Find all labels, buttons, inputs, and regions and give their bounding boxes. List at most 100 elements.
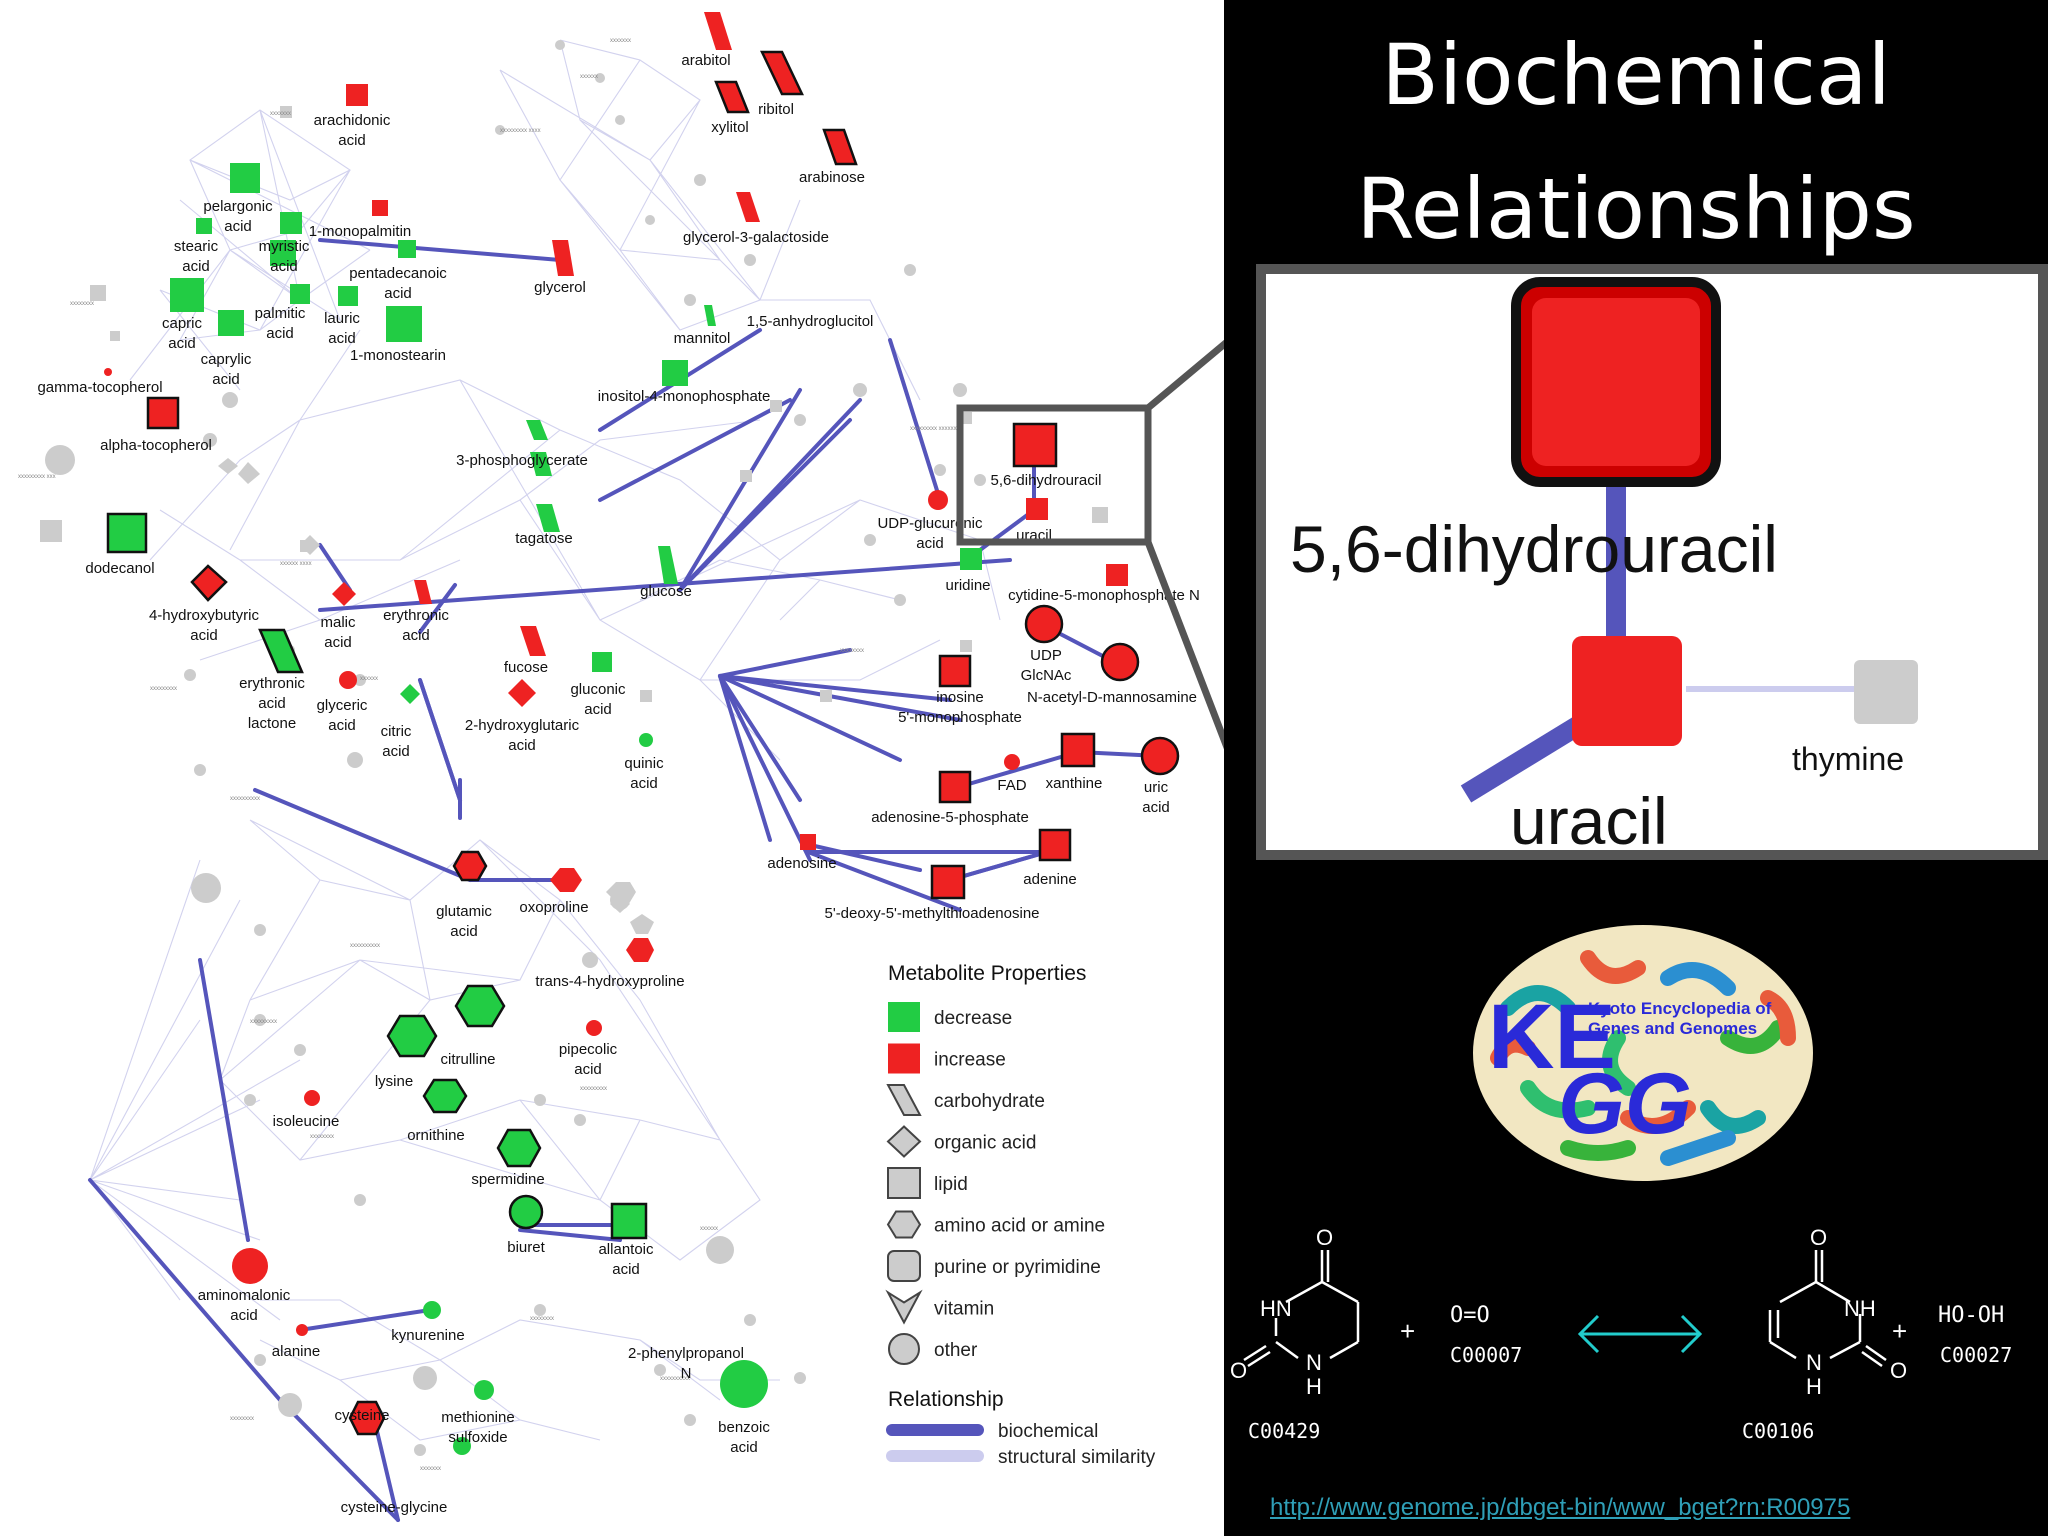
svg-text:xxxxxxx: xxxxxxx	[420, 1466, 441, 1472]
svg-text:xxxxxxxxxx: xxxxxxxxxx	[660, 1376, 690, 1382]
legend-label-purine-or-pyrimidine: purine or pyrimidine	[934, 1257, 1101, 1278]
label-mta: 5'-deoxy-5'-methylthioadenosine	[824, 905, 1039, 922]
uracil-structure	[1768, 1250, 1887, 1368]
label-ornithine: ornithine	[407, 1127, 465, 1144]
label-monopalmitin: 1-monopalmitin	[309, 223, 412, 240]
label-gammatoc: gamma-tocopherol	[37, 379, 162, 396]
plus-sign-2: +	[1892, 1316, 1907, 1346]
kegg-reaction-link[interactable]: http://www.genome.jp/dbget-bin/www_bget?…	[1270, 1494, 1851, 1521]
label-glucose: glucose	[640, 583, 692, 600]
uracil-node	[1572, 636, 1682, 746]
label-nacetylmannosamine: N-acetyl-D-mannosamine	[1027, 689, 1197, 706]
atom-o-3: O	[1810, 1225, 1827, 1250]
atom-o-1: O	[1316, 1225, 1333, 1250]
svg-text:xxxxxxxx: xxxxxxxx	[840, 648, 864, 654]
label-arabinose: arabinose	[799, 169, 865, 186]
label-adenosine: adenosine	[767, 855, 836, 872]
legend-label-other: other	[934, 1340, 978, 1361]
label-anhydroglucitol: 1,5-anhydroglucitol	[747, 313, 874, 330]
label-cysteine: cysteine	[334, 1407, 389, 1424]
thymine-node	[1854, 660, 1918, 724]
label-fucose: fucose	[504, 659, 548, 676]
svg-text:xxxxxxxxx xxxxxxx: xxxxxxxxx xxxxxxx	[910, 426, 960, 432]
reversible-arrow	[1577, 1314, 1703, 1354]
atom-h-2: H	[1806, 1374, 1822, 1399]
label-tagatose: tagatose	[515, 530, 573, 547]
label-inositol4mp: inositol-4-monophosphate	[598, 388, 771, 405]
legend-swatch-organic-acid	[886, 1125, 922, 1158]
svg-text:xxxxxxxxx: xxxxxxxxx	[580, 1086, 607, 1092]
atom-hn-1: HN	[1260, 1296, 1292, 1321]
label-dihydrouracil_small: 5,6-dihydrouracil	[991, 472, 1102, 489]
svg-text:xxxxxxx: xxxxxxx	[270, 111, 291, 117]
atom-nh-1: NH	[1844, 1296, 1876, 1321]
svg-text:xxxxxx: xxxxxx	[700, 1226, 718, 1232]
svg-text:xxxxxxxxx: xxxxxxxxx	[150, 686, 177, 692]
label-amp: adenosine-5-phosphate	[871, 809, 1029, 826]
legend-label-carbohydrate: carbohydrate	[934, 1091, 1045, 1112]
compound-c00429-id: C00429	[1248, 1419, 1320, 1443]
label-lysine: lysine	[375, 1073, 413, 1090]
label-fad: FAD	[997, 777, 1026, 794]
legend-swatch-amino-acid-or-amine	[886, 1210, 922, 1239]
legend-label-increase: increase	[934, 1050, 1006, 1071]
legend-swatch-purine-or-pyrimidine	[887, 1250, 921, 1282]
legend-label-vitamin: vitamin	[934, 1299, 994, 1320]
kegg-tagline-2: Genes and Genomes	[1588, 1019, 1757, 1038]
legend-label-organic-acid: organic acid	[934, 1133, 1036, 1154]
slide-title: Biochemical Relationships	[1224, 8, 2048, 276]
compound-c00007-formula: O=O	[1450, 1303, 1490, 1328]
label-pg3: 3-phosphoglycerate	[456, 452, 588, 469]
label-dodecanol: dodecanol	[85, 560, 154, 577]
zoom-connector	[956, 339, 1224, 750]
label-hydroxyproline: trans-4-hydroxyproline	[535, 973, 684, 990]
svg-text:xxxxxx: xxxxxx	[580, 74, 598, 80]
label-adenine: adenine	[1023, 871, 1076, 888]
legend-swatch-carbohydrate	[886, 1084, 922, 1116]
kegg-tagline-1: Kyoto Encyclopedia of	[1588, 999, 1772, 1018]
label-mannitol: mannitol	[674, 330, 731, 347]
thymine-label: thymine	[1792, 741, 1904, 777]
compound-c00027-id: C00027	[1940, 1343, 2012, 1367]
label-citrulline: citrulline	[440, 1051, 495, 1068]
label-spermidine: spermidine	[471, 1171, 544, 1188]
legend-label-lipid: lipid	[934, 1174, 968, 1195]
svg-text:xxxxxxxx: xxxxxxxx	[230, 1416, 254, 1422]
label-cysteineglycine: cysteine-glycine	[341, 1499, 448, 1516]
legend-swatch-vitamin	[885, 1289, 923, 1325]
legend: Metabolite Propertiesdecreaseincreasecar…	[885, 962, 1156, 1468]
label-biuret: biuret	[507, 1239, 545, 1256]
svg-text:xxxxxxxx: xxxxxxxx	[70, 301, 94, 307]
svg-text:xxxxxxxxxx: xxxxxxxxxx	[230, 796, 260, 802]
dihydrouracil-label: 5,6-dihydrouracil	[1290, 512, 1778, 586]
label-isoleucine: isoleucine	[273, 1113, 340, 1130]
slide-title-line-1: Biochemical	[1381, 26, 1891, 124]
svg-text:xxxxxxxx: xxxxxxxx	[530, 1316, 554, 1322]
label-monostearin: 1-monostearin	[350, 347, 446, 364]
atom-n-2: N	[1806, 1350, 1822, 1375]
biochemical-edges	[88, 238, 1162, 1522]
svg-text:xxxxxxxx: xxxxxxxx	[310, 1134, 334, 1140]
dihydrouracil-node-inner	[1532, 298, 1700, 466]
legend-swatch-lipid	[887, 1167, 921, 1199]
uracil-label: uracil	[1510, 784, 1668, 850]
plus-sign-1: +	[1400, 1316, 1415, 1346]
legend-edge-label-biochemical: biochemical	[998, 1421, 1098, 1442]
